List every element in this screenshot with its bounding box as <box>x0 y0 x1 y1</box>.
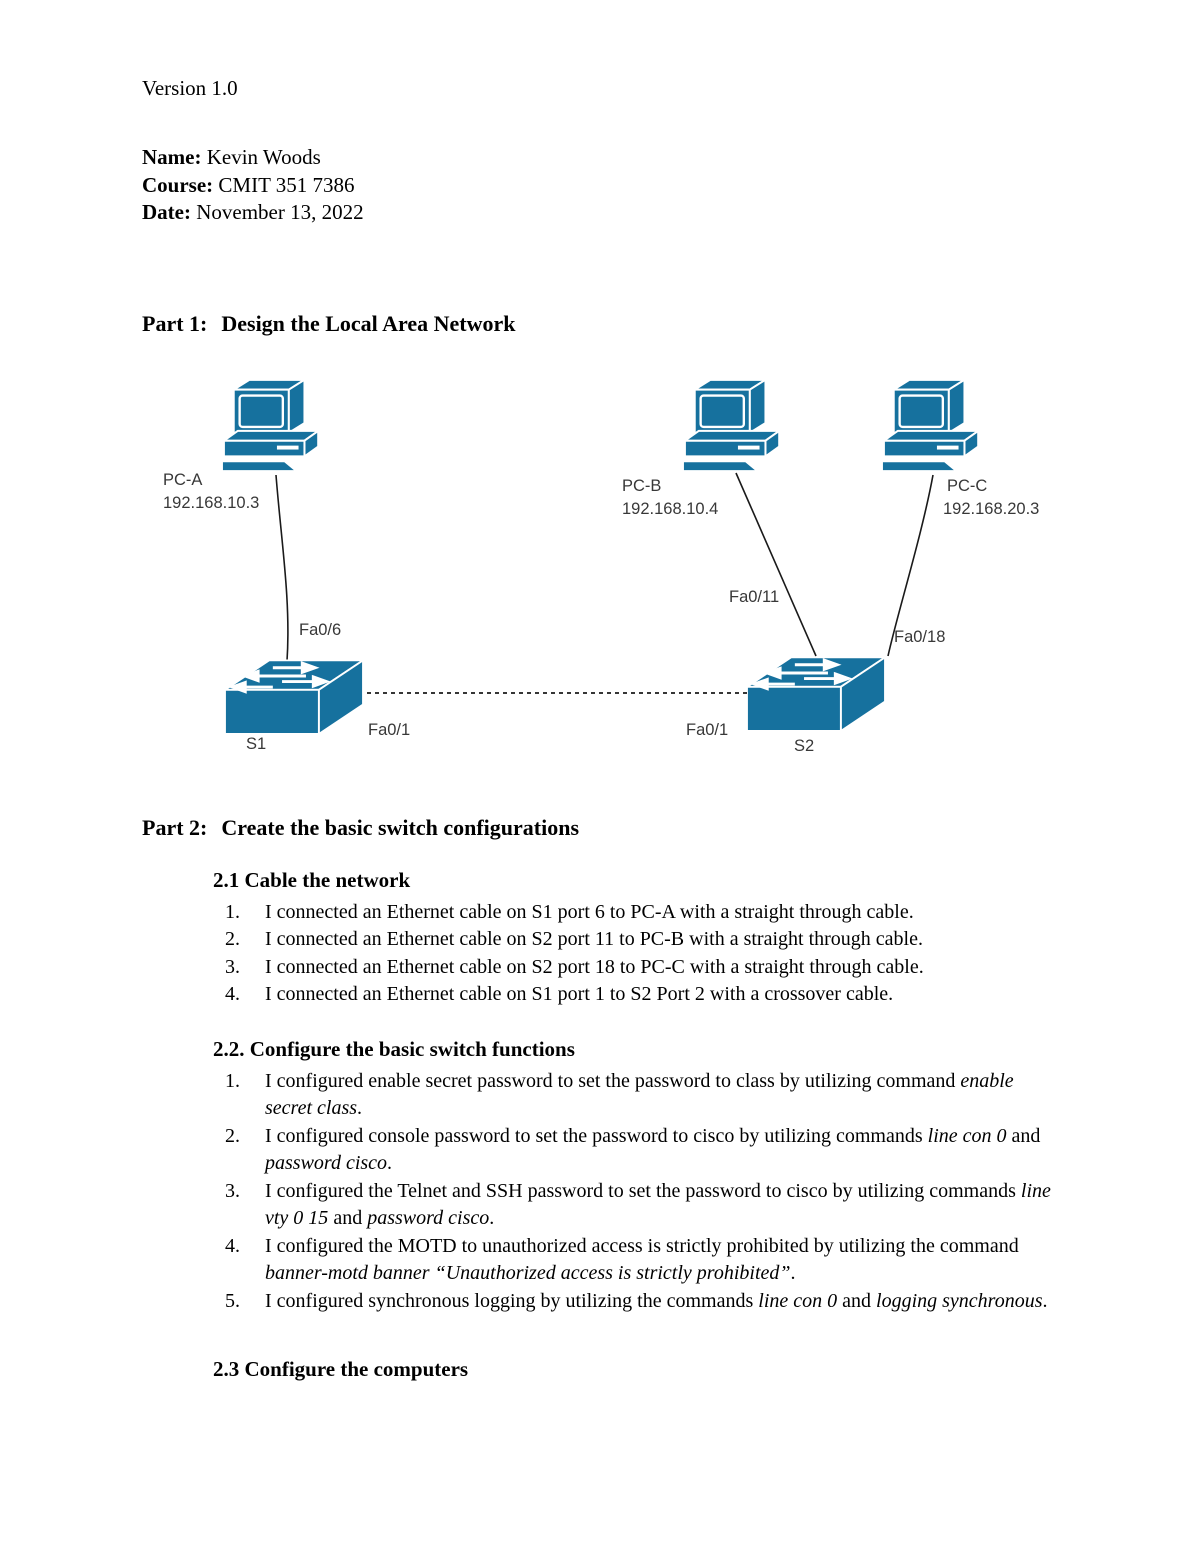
list-item-text: . <box>790 1262 796 1284</box>
meta-date-row: Date: November 13, 2022 <box>142 199 1200 227</box>
node-pc-c <box>880 375 988 480</box>
meta-date-label: Date: <box>142 200 191 224</box>
cable-network-list: I connected an Ethernet cable on S1 port… <box>213 899 1061 1009</box>
list-item-text: and <box>1006 1124 1041 1147</box>
list-item-text: I connected an Ethernet cable on S2 port… <box>265 955 924 978</box>
command-text: banner-motd banner “Unauthorized access … <box>265 1262 791 1284</box>
meta-name-value: Kevin Woods <box>206 145 321 169</box>
switch-icon <box>224 658 364 735</box>
command-text: password cisco <box>367 1207 490 1229</box>
node-pc-b <box>681 375 789 480</box>
list-item-text: I configured the MOTD to unauthorized ac… <box>265 1234 1019 1257</box>
command-text: line vty 0 15 <box>265 1179 1051 1230</box>
list-item-text: and <box>837 1289 877 1312</box>
label-pc-a-ip: 192.168.10.3 <box>163 493 260 512</box>
label-pc-c-name: PC-C <box>947 476 988 495</box>
label-port-fa0-11: Fa0/11 <box>729 587 780 606</box>
cable-pcc-s2 <box>887 474 934 656</box>
pc-icon <box>681 378 781 472</box>
switch-icon <box>746 655 886 732</box>
list-item-text: . <box>387 1152 393 1174</box>
list-item: I connected an Ethernet cable on S2 port… <box>213 926 1061 954</box>
list-item-text: . <box>1042 1289 1048 1312</box>
label-pc-c-ip: 192.168.20.3 <box>943 499 1040 518</box>
list-item: I configured enable secret password to s… <box>213 1068 1061 1123</box>
meta-course-label: Course: <box>142 172 214 197</box>
list-item-text: I configured the Telnet and SSH password… <box>265 1179 1021 1202</box>
label-switch-s2: S2 <box>794 736 815 755</box>
command-text: enable secret class <box>265 1069 1014 1120</box>
meta-date-value: November 13, 2022 <box>196 200 364 224</box>
doc-meta-block: Name: Kevin Woods Course: CMIT 351 7386 … <box>142 144 1200 227</box>
list-item: I configured the Telnet and SSH password… <box>213 1178 1061 1233</box>
connection-lines-layer <box>275 472 934 694</box>
list-item-text: I connected an Ethernet cable on S1 port… <box>265 900 914 923</box>
meta-course-value: CMIT 351 7386 <box>218 172 355 197</box>
command-text: line con 0 <box>927 1124 1007 1147</box>
meta-name-row: Name: Kevin Woods <box>142 144 1200 172</box>
list-item: I configured synchronous logging by util… <box>213 1288 1061 1316</box>
doc-version: Version 1.0 <box>142 76 238 100</box>
list-item: I configured the MOTD to unauthorized ac… <box>213 1233 1061 1288</box>
label-port-fa0-18: Fa0/18 <box>894 627 946 646</box>
command-text: logging synchronous <box>876 1289 1043 1312</box>
part2-heading-prefix: Part 2: <box>142 814 208 840</box>
switch-config-list: I configured enable secret password to s… <box>213 1068 1061 1316</box>
part1-heading: Part 1: Design the Local Area Network <box>142 311 1200 337</box>
list-item: I connected an Ethernet cable on S2 port… <box>213 954 1061 982</box>
section-2-1: 2.1 Cable the network I connected an Eth… <box>213 868 1200 1009</box>
section-2-3: 2.3 Configure the computers <box>213 1357 1200 1382</box>
list-item-text: . <box>489 1207 495 1229</box>
section-2-2-heading: 2.2. Configure the basic switch function… <box>213 1036 575 1061</box>
part1-heading-text: Design the Local Area Network <box>221 310 516 336</box>
section-2-3-heading: 2.3 Configure the computers <box>213 1357 469 1381</box>
part2-heading: Part 2: Create the basic switch configura… <box>142 815 1200 841</box>
node-pc-a <box>220 375 328 480</box>
cable-pca-s1 <box>275 474 289 661</box>
node-switch-s2 <box>746 648 886 738</box>
part2-heading-text: Create the basic switch configurations <box>221 814 580 840</box>
list-item-text: I connected an Ethernet cable on S2 port… <box>265 928 923 950</box>
part1-heading-prefix: Part 1: <box>142 310 208 336</box>
section-2-1-heading: 2.1 Cable the network <box>213 867 411 892</box>
list-item-text: I connected an Ethernet cable on S1 port… <box>265 983 894 1005</box>
label-port-fa0-6: Fa0/6 <box>299 620 342 639</box>
command-text: password cisco <box>265 1152 388 1174</box>
list-item-text: I configured console password to set the… <box>265 1124 928 1147</box>
meta-name-label: Name: <box>142 145 202 169</box>
list-item: I configured console password to set the… <box>213 1123 1061 1178</box>
list-item: I connected an Ethernet cable on S1 port… <box>213 981 1061 1009</box>
list-item-text: and <box>328 1207 368 1229</box>
network-topology-diagram: PC-A 192.168.10.3 PC-B 192.168.10.4 PC-C… <box>0 355 1200 770</box>
pc-icon <box>220 378 320 472</box>
label-port-s1-fa0-1: Fa0/1 <box>368 720 411 739</box>
section-2-2: 2.2. Configure the basic switch function… <box>213 1037 1200 1316</box>
label-port-s2-fa0-1: Fa0/1 <box>686 720 729 739</box>
cable-pcb-s2 <box>735 472 817 656</box>
label-switch-s1: S1 <box>246 734 267 753</box>
list-item: I connected an Ethernet cable on S1 port… <box>213 899 1061 927</box>
label-pc-b-ip: 192.168.10.4 <box>622 499 719 518</box>
list-item-text: I configured enable secret password to s… <box>265 1069 961 1092</box>
node-switch-s1 <box>224 651 364 741</box>
list-item-text: . <box>357 1097 363 1119</box>
list-item-text: I configured synchronous logging by util… <box>265 1289 759 1312</box>
meta-course-row: Course: CMIT 351 7386 <box>142 172 1200 200</box>
command-text: line con 0 <box>758 1289 838 1312</box>
pc-icon <box>880 378 980 472</box>
label-pc-a-name: PC-A <box>163 470 203 489</box>
label-pc-b-name: PC-B <box>622 476 662 495</box>
